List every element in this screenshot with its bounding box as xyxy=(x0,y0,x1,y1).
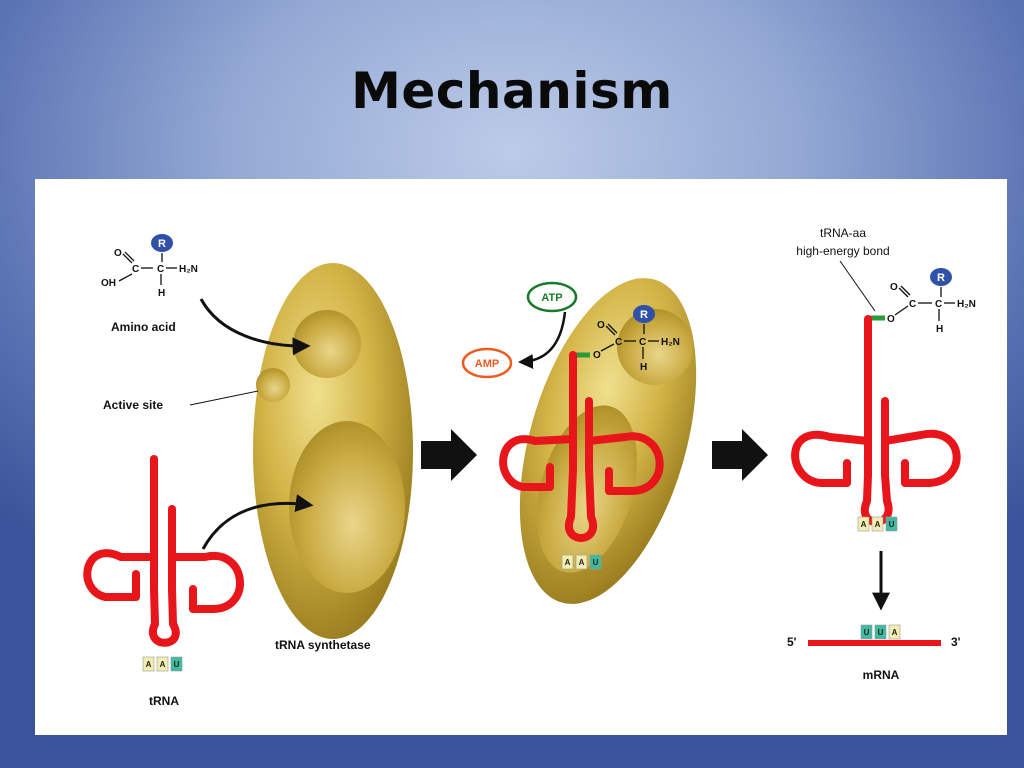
trna-label: tRNA xyxy=(149,694,179,708)
charged-anticodon-base-3: U xyxy=(889,520,895,529)
trna-arrow xyxy=(201,494,314,550)
codon-base-3: A xyxy=(892,628,898,637)
trna-bound-molecule xyxy=(499,351,664,542)
r-group-icon xyxy=(151,234,173,252)
amino-acid-label: Amino acid xyxy=(111,320,176,334)
bound-hydrogen-label: H xyxy=(640,362,647,373)
bound-amino-acid: R O C C H₂N H O xyxy=(573,305,680,373)
amp-badge xyxy=(461,347,513,379)
bound-anticodon-bases: A A U xyxy=(561,554,602,570)
mrna-codon-bases: U U A xyxy=(860,624,901,640)
bound-alpha-carbon-label: C xyxy=(639,337,646,348)
hydrogen-label: H xyxy=(158,288,165,299)
bound-anticodon-base-3: U xyxy=(593,558,599,567)
bound-anticodon-base-1: A xyxy=(565,558,571,567)
bond-label-line-2: high-energy bond xyxy=(796,244,889,258)
charged-anticodon-base-1: A xyxy=(861,520,867,529)
figure-panel: R O C C H₂N OH H Amino acid Active site … xyxy=(35,179,1007,735)
amino-acid-arrow xyxy=(199,298,311,356)
bound-anticodon-base-2: A xyxy=(579,558,585,567)
charged-carbonyl-carbon-label: C xyxy=(909,299,916,310)
charged-anticodon-base-2: A xyxy=(875,520,881,529)
amp-label: AMP xyxy=(475,358,499,370)
three-prime-label: 3' xyxy=(951,635,961,649)
five-prime-label: 5' xyxy=(787,635,797,649)
amino-acid-structure: R O C C H₂N OH H xyxy=(101,234,198,299)
r-group-label: R xyxy=(158,238,166,250)
mrna-label: mRNA xyxy=(863,668,900,682)
atp-binding-site xyxy=(256,368,290,402)
charged-trna-molecule xyxy=(791,315,961,526)
active-site-label: Active site xyxy=(103,398,163,412)
step-arrow-2 xyxy=(712,429,768,481)
codon-base-2: U xyxy=(878,628,884,637)
bond-label-line-1: tRNA-aa xyxy=(820,226,866,240)
oxygen-label: O xyxy=(114,248,122,259)
charged-ester-oxygen-label: O xyxy=(887,314,895,325)
charged-amine-label: H₂N xyxy=(957,299,976,310)
anticodon-base-1: A xyxy=(146,660,152,669)
hydroxyl-label: OH xyxy=(101,278,116,289)
enzyme-label: tRNA synthetase xyxy=(275,638,371,652)
trna-binding-site xyxy=(289,421,405,593)
charged-r-group-label: R xyxy=(937,272,945,284)
codon-base-1: U xyxy=(864,628,870,637)
complex-amino-acid-site xyxy=(617,309,693,385)
bound-ester-oxygen-label: O xyxy=(593,350,601,361)
amino-acid-binding-site xyxy=(293,310,361,378)
atp-badge xyxy=(526,281,578,313)
charged-hydrogen-label: H xyxy=(936,324,943,335)
step-arrow-1 xyxy=(421,429,477,481)
bound-r-group-label: R xyxy=(640,309,648,321)
atp-to-amp-arrow xyxy=(518,311,567,369)
bound-carbonyl-carbon-label: C xyxy=(615,337,622,348)
slide-title: Mechanism xyxy=(351,62,673,120)
alpha-carbon-label: C xyxy=(157,264,164,275)
carbonyl-carbon-label: C xyxy=(132,264,139,275)
bound-oxygen-label: O xyxy=(597,320,605,331)
mechanism-diagram: R O C C H₂N OH H Amino acid Active site … xyxy=(83,226,976,708)
charged-oxygen-label: O xyxy=(890,282,898,293)
charged-amino-acid: R O C C H₂N H O xyxy=(870,268,976,335)
trna-molecule xyxy=(83,455,244,647)
anticodon-base-2: A xyxy=(160,660,166,669)
bound-amine-label: H₂N xyxy=(661,337,680,348)
anticodon-bases: A A U xyxy=(142,656,183,672)
atp-label: ATP xyxy=(541,292,562,304)
anticodon-base-3: U xyxy=(174,660,180,669)
charged-alpha-carbon-label: C xyxy=(935,299,942,310)
charged-anticodon-bases: A A U xyxy=(857,516,898,532)
amine-label: H₂N xyxy=(179,264,198,275)
